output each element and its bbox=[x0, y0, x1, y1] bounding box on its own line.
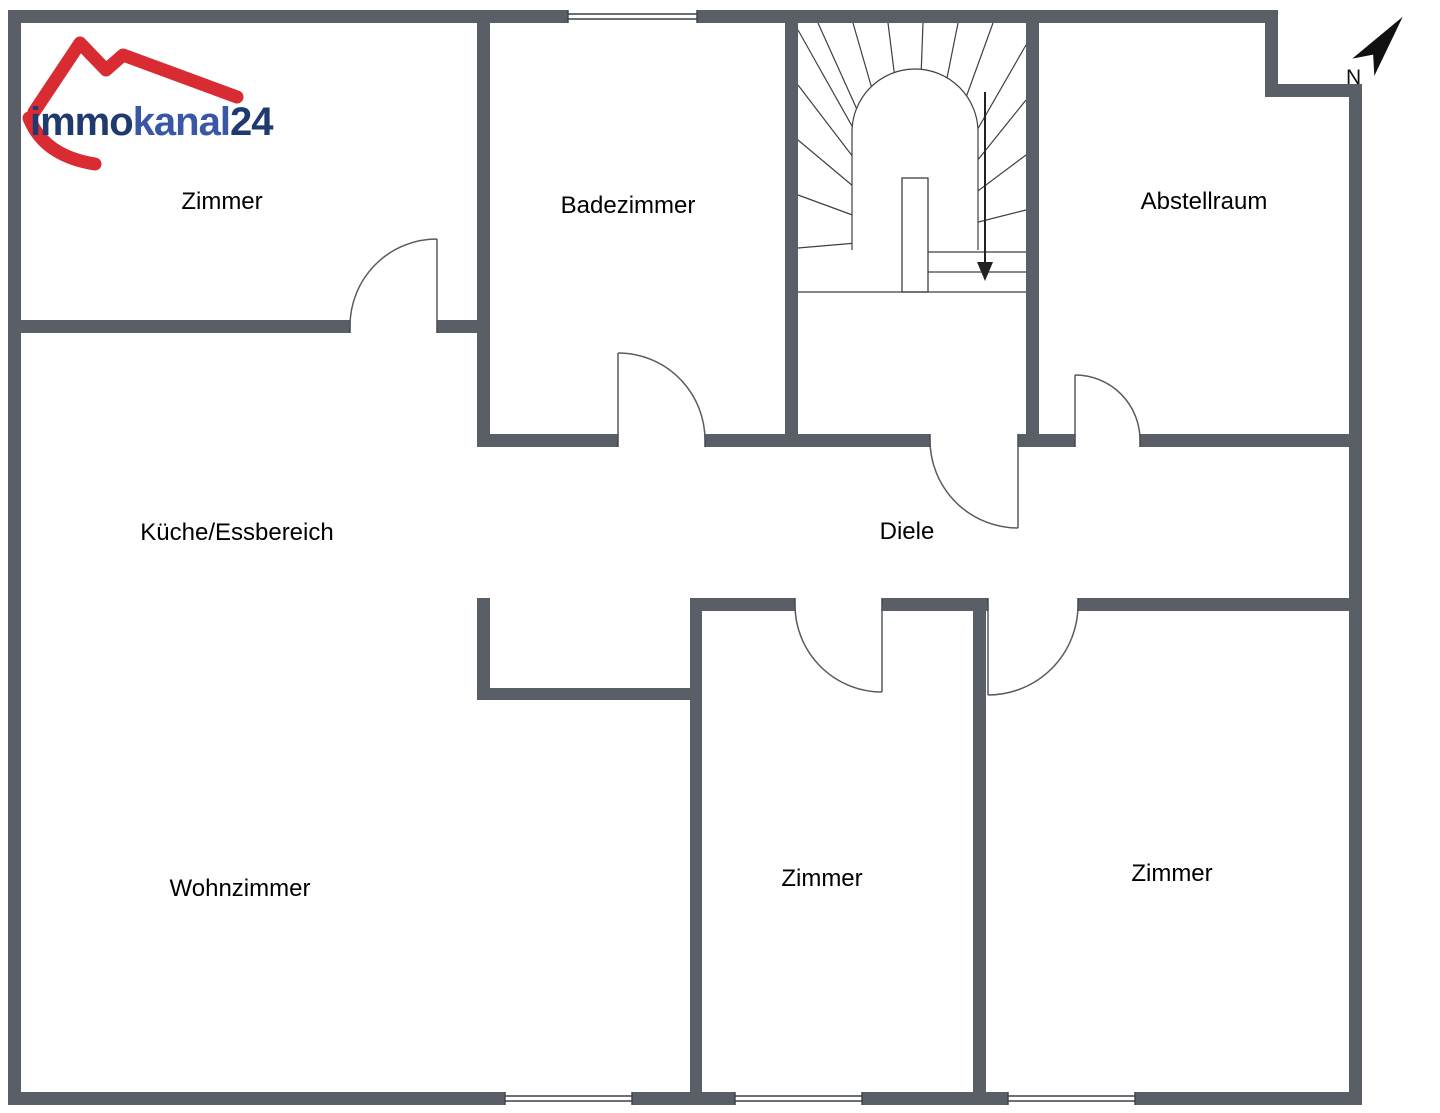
wall-outer-right bbox=[1349, 84, 1362, 1105]
wall-outer-bottom bbox=[8, 1092, 1362, 1105]
wall-room-divider-left bbox=[690, 598, 702, 1105]
wall-stair-left bbox=[785, 10, 798, 447]
logo-text-kanal: kanal bbox=[133, 100, 230, 144]
wall-outer-left bbox=[8, 10, 21, 1105]
wall-room-divider-right bbox=[973, 598, 986, 1105]
logo-text-24: 24 bbox=[230, 100, 274, 144]
north-arrow-icon bbox=[1352, 16, 1403, 76]
room-label-zimmer-bottom-right: Zimmer bbox=[1131, 860, 1212, 887]
logo-eave-swoosh-icon bbox=[22, 111, 102, 171]
door-zimmer-bottom-middle bbox=[794, 604, 883, 693]
logo-text-immo: immo bbox=[30, 100, 133, 144]
stair-inner-rail bbox=[851, 68, 979, 250]
staircase bbox=[797, 22, 1027, 293]
door-diele bbox=[929, 439, 1019, 529]
wall-diele-top-a bbox=[798, 434, 930, 447]
north-label: N bbox=[1346, 66, 1361, 89]
wall-l-horizontal bbox=[477, 688, 702, 700]
window-bottom-left bbox=[504, 1091, 633, 1106]
room-label-abstellraum: Abstellraum bbox=[1141, 188, 1268, 215]
window-bottom-middle bbox=[734, 1091, 863, 1106]
wall-mid-a bbox=[690, 598, 795, 611]
door-zimmer-top-left bbox=[349, 238, 438, 327]
wall-stair-right bbox=[1026, 10, 1039, 447]
door-zimmer-bottom-right bbox=[987, 604, 1079, 696]
brand-logo: immokanal24 bbox=[22, 36, 275, 171]
wall-zimmer-tl-bottom-b bbox=[437, 320, 490, 333]
door-jambs bbox=[349, 320, 1141, 611]
wall-notch-vertical bbox=[1265, 10, 1278, 97]
wall-diele-top-b bbox=[1018, 434, 1075, 447]
window-top bbox=[567, 9, 698, 24]
room-label-diele: Diele bbox=[880, 518, 935, 545]
room-label-zimmer-bottom-middle: Zimmer bbox=[781, 865, 862, 892]
wall-bath-bottom-a bbox=[477, 434, 618, 447]
doors bbox=[349, 238, 1141, 696]
room-label-badezimmer: Badezimmer bbox=[561, 192, 696, 219]
wall-diele-top-c bbox=[1140, 434, 1362, 447]
wall-bath-left bbox=[477, 10, 490, 447]
wall-mid-b bbox=[882, 598, 988, 611]
wall-notch-horizontal bbox=[1265, 84, 1362, 97]
room-label-kueche-essbereich: Küche/Essbereich bbox=[140, 519, 333, 546]
wall-zimmer-tl-bottom-a bbox=[8, 320, 350, 333]
north-indicator: N bbox=[1346, 16, 1403, 89]
room-label-wohnzimmer: Wohnzimmer bbox=[170, 875, 311, 902]
room-label-zimmer-top-left: Zimmer bbox=[181, 188, 262, 215]
wall-mid-c bbox=[1078, 598, 1362, 611]
logo-wordmark: immokanal24 bbox=[30, 100, 274, 144]
windows bbox=[504, 9, 1136, 1106]
stair-well-void bbox=[852, 69, 978, 250]
door-abstellraum bbox=[1074, 374, 1141, 441]
stair-direction-arrow bbox=[977, 92, 993, 281]
room-labels: Zimmer Badezimmer Abstellraum Küche/Essb… bbox=[140, 188, 1267, 902]
stair-spine-wall bbox=[901, 177, 929, 293]
walls bbox=[8, 10, 1362, 1105]
door-badezimmer bbox=[617, 352, 706, 441]
window-bottom-right bbox=[1007, 1091, 1136, 1106]
logo-roof-swoosh-icon bbox=[27, 36, 244, 119]
wall-l-vertical bbox=[477, 598, 490, 700]
wall-bath-bottom-b bbox=[705, 434, 798, 447]
